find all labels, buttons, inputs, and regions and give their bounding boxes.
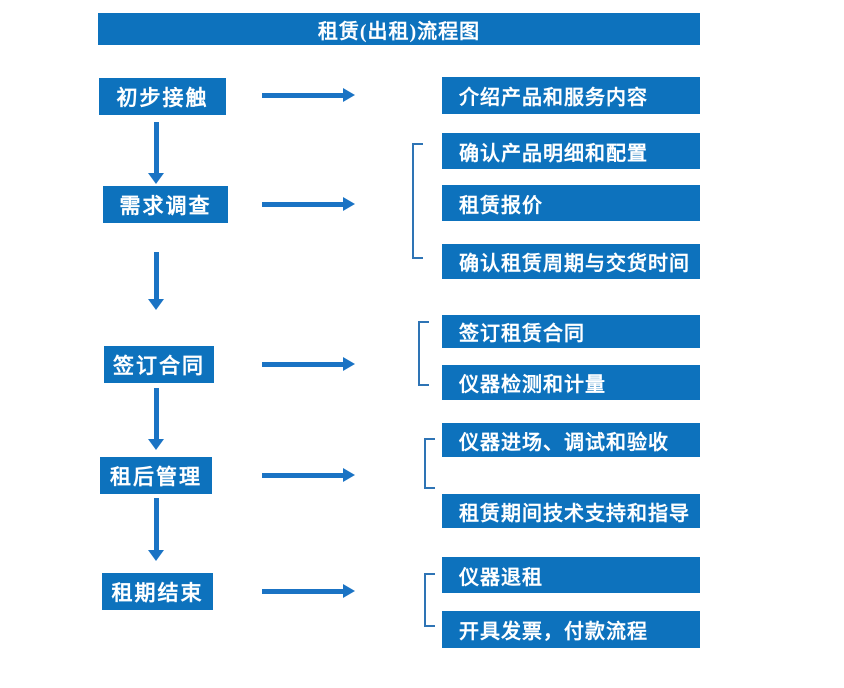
right-arrow-step1 — [262, 88, 355, 102]
detail-box-instrument-setup: 仪器进场、调试和验收 — [442, 423, 700, 457]
arrow-shaft — [262, 93, 344, 98]
step-box-rental-end: 租期结束 — [102, 573, 213, 610]
step-box-sign-contract: 签订合同 — [104, 346, 214, 383]
detail-box-sign-rental-contract: 签订租赁合同 — [442, 315, 700, 348]
detail-box-introduce-products: 介绍产品和服务内容 — [442, 77, 700, 114]
arrow-shaft — [154, 122, 159, 174]
arrow-head-icon — [343, 468, 355, 482]
arrow-shaft — [262, 589, 344, 594]
down-arrow-step1-step2 — [148, 122, 164, 184]
right-arrow-step5 — [262, 584, 355, 598]
arrow-head-icon — [343, 357, 355, 371]
down-arrow-step3-step4 — [148, 388, 164, 450]
bracket-group-step3-details — [418, 321, 429, 386]
detail-box-confirm-product-config: 确认产品明细和配置 — [442, 133, 700, 169]
arrow-head-icon — [148, 550, 164, 561]
down-arrow-step4-step5 — [148, 498, 164, 561]
step-box-post-rental: 租后管理 — [100, 457, 212, 494]
detail-box-tech-support: 租赁期间技术支持和指导 — [442, 494, 700, 528]
detail-box-invoice-payment: 开具发票，付款流程 — [442, 611, 700, 648]
detail-box-confirm-period-delivery: 确认租赁周期与交货时间 — [442, 244, 700, 279]
right-arrow-step4 — [262, 468, 355, 482]
bracket-group-step2-details — [412, 143, 423, 259]
detail-box-instrument-testing: 仪器检测和计量 — [442, 365, 700, 400]
arrow-head-icon — [343, 88, 355, 102]
chart-title: 租赁(出租)流程图 — [98, 13, 700, 45]
right-arrow-step3 — [262, 357, 355, 371]
bracket-group-step4-details — [424, 438, 435, 489]
arrow-shaft — [262, 202, 344, 207]
arrow-shaft — [262, 362, 344, 367]
arrow-shaft — [154, 498, 159, 551]
arrow-head-icon — [148, 173, 164, 184]
step-box-initial-contact: 初步接触 — [99, 78, 226, 115]
arrow-shaft — [154, 388, 159, 440]
arrow-head-icon — [148, 439, 164, 450]
arrow-head-icon — [343, 584, 355, 598]
arrow-shaft — [154, 252, 159, 300]
arrow-shaft — [262, 473, 344, 478]
detail-box-instrument-return: 仪器退租 — [442, 557, 700, 593]
arrow-head-icon — [343, 197, 355, 211]
step-box-demand-survey: 需求调查 — [103, 186, 228, 223]
down-arrow-step2-step3 — [148, 252, 164, 310]
bracket-group-step5-details — [424, 573, 435, 627]
arrow-head-icon — [148, 299, 164, 310]
detail-box-rental-quotation: 租赁报价 — [442, 185, 700, 221]
right-arrow-step2 — [262, 197, 355, 211]
